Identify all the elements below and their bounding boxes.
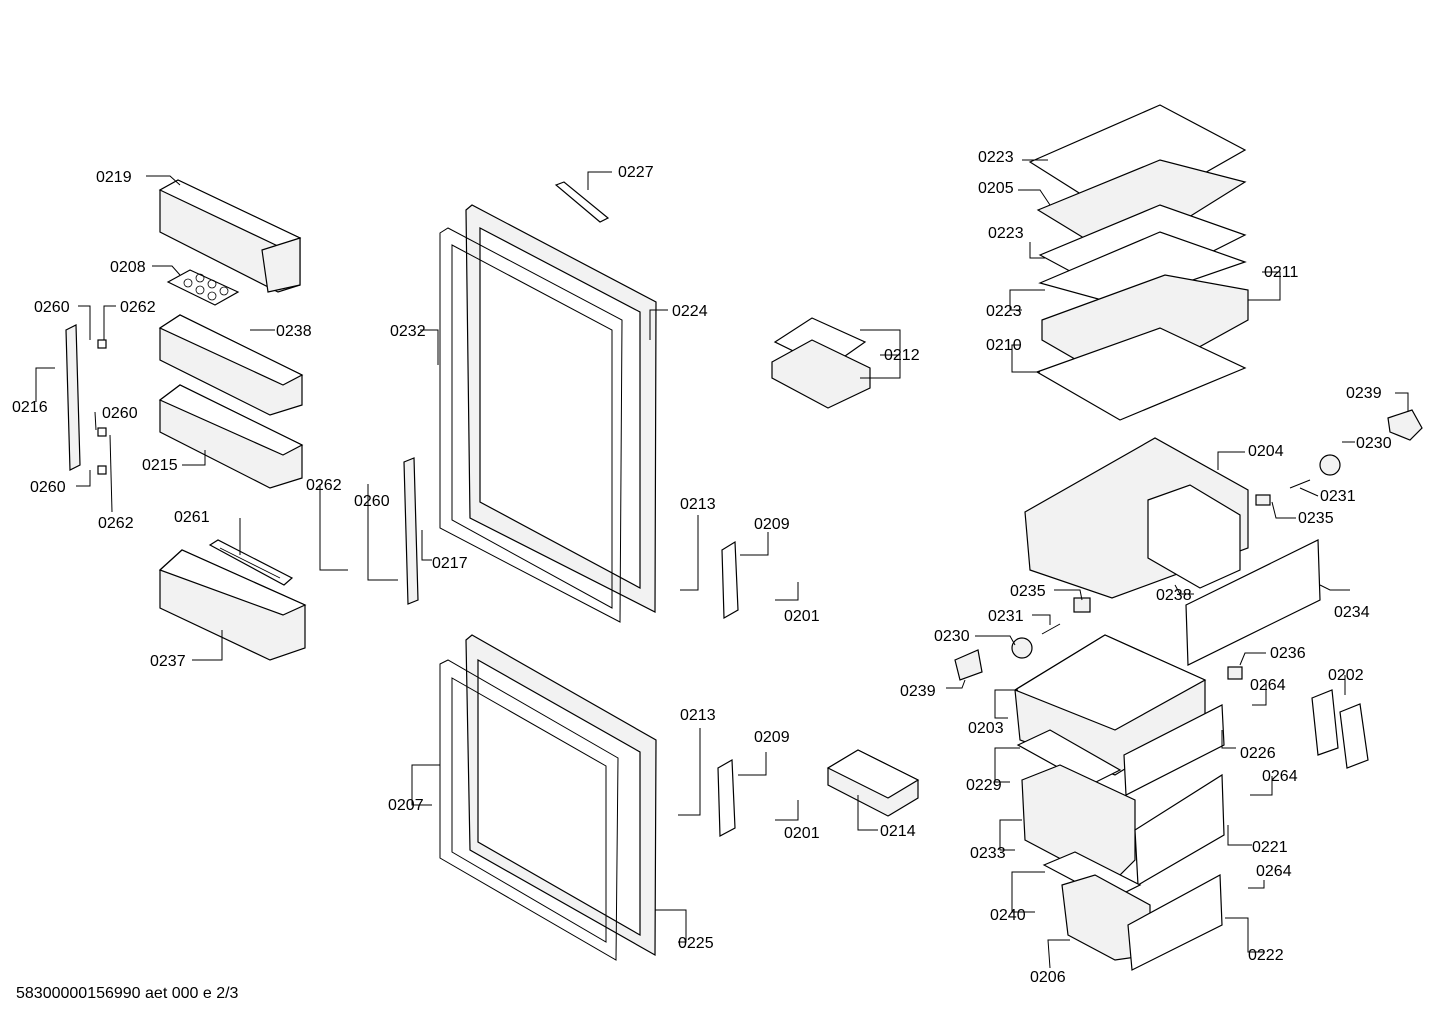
- tray-0212: [771, 317, 871, 409]
- lower-door-0225: [465, 634, 657, 957]
- upper-door-0224: [465, 204, 657, 613]
- label-0223: 0223: [978, 149, 1014, 166]
- label-0205: 0205: [978, 180, 1014, 197]
- label-0235: 0235: [1298, 510, 1334, 527]
- label-0231: 0231: [1320, 488, 1356, 505]
- label-0237: 0237: [150, 653, 186, 670]
- label-0202: 0202: [1328, 667, 1364, 684]
- cold-packs-0202: [1311, 689, 1369, 769]
- label-0217: 0217: [432, 555, 468, 572]
- label-0264: 0264: [1262, 768, 1298, 785]
- label-0224: 0224: [672, 303, 708, 320]
- label-0260: 0260: [102, 405, 138, 422]
- rail-0217: [403, 457, 419, 605]
- label-0223: 0223: [988, 225, 1024, 242]
- label-0233: 0233: [970, 845, 1006, 862]
- lower-gasket-0207: [439, 659, 619, 961]
- small-parts-upper: [954, 409, 1423, 681]
- ice-tray-0214: [826, 749, 920, 817]
- label-0212: 0212: [884, 347, 920, 364]
- label-0230: 0230: [934, 628, 970, 645]
- crisper-0204: [1024, 437, 1249, 599]
- part-labels: 0219 0208 0260 0262 0238 0216 0260 0215 …: [12, 149, 1392, 986]
- label-0235: 0235: [1010, 583, 1046, 600]
- label-0262: 0262: [98, 515, 134, 532]
- label-0211: 0211: [1264, 264, 1299, 281]
- rail-0216: [65, 324, 81, 471]
- front-0226: [1123, 704, 1225, 796]
- glass-shelves: [1028, 104, 1249, 421]
- label-0225: 0225: [678, 935, 714, 952]
- label-0240: 0240: [990, 907, 1026, 924]
- label-0232: 0232: [390, 323, 426, 340]
- clips-left: [97, 339, 107, 475]
- label-0213: 0213: [680, 707, 716, 724]
- label-0213: 0213: [680, 496, 716, 513]
- label-0219: 0219: [96, 169, 132, 186]
- drawer-0233: [1021, 764, 1136, 886]
- front-0222: [1127, 874, 1223, 971]
- label-0203: 0203: [968, 720, 1004, 737]
- door-shelf-0219: [158, 179, 302, 293]
- label-0208: 0208: [110, 259, 146, 276]
- label-0227: 0227: [618, 164, 654, 181]
- label-0201: 0201: [784, 608, 820, 625]
- label-0221: 0221: [1252, 839, 1288, 856]
- label-0264: 0264: [1256, 863, 1292, 880]
- label-0260: 0260: [34, 299, 70, 316]
- front-0221: [1134, 773, 1225, 887]
- label-0214: 0214: [880, 823, 916, 840]
- label-0264: 0264: [1250, 677, 1286, 694]
- handles-0209: [717, 540, 739, 837]
- label-0207: 0207: [388, 797, 424, 814]
- panel-0234: [1185, 539, 1321, 666]
- label-0260: 0260: [354, 493, 390, 510]
- label-0239: 0239: [900, 683, 936, 700]
- upper-gasket-0232: [439, 227, 623, 623]
- label-0239: 0239: [1346, 385, 1382, 402]
- label-0238: 0238: [276, 323, 312, 340]
- label-0222: 0222: [1248, 947, 1284, 964]
- label-0230: 0230: [1356, 435, 1392, 452]
- label-0209: 0209: [754, 729, 790, 746]
- label-0204: 0204: [1248, 443, 1284, 460]
- label-0260: 0260: [30, 479, 66, 496]
- label-0210: 0210: [986, 337, 1022, 354]
- label-0226: 0226: [1240, 745, 1276, 762]
- label-0238: 0238: [1156, 587, 1192, 604]
- bottle-shelf-0237: [158, 549, 307, 661]
- label-0209: 0209: [754, 516, 790, 533]
- label-0206: 0206: [1030, 969, 1066, 986]
- label-0231: 0231: [988, 608, 1024, 625]
- label-0201: 0201: [784, 825, 820, 842]
- label-0216: 0216: [12, 399, 48, 416]
- footer-document-id: 58300000156990 aet 000 e 2/3: [16, 985, 239, 1002]
- label-0261: 0261: [174, 509, 210, 526]
- label-0227: [554, 181, 610, 223]
- egg-tray-0208: [166, 269, 240, 306]
- divider-0261: [208, 539, 294, 586]
- label-0236: 0236: [1270, 645, 1306, 662]
- label-0262: 0262: [120, 299, 156, 316]
- door-shelf-0238: [158, 314, 304, 416]
- label-0229: 0229: [966, 777, 1002, 794]
- label-0215: 0215: [142, 457, 178, 474]
- label-0223: 0223: [986, 303, 1022, 320]
- label-0262: 0262: [306, 477, 342, 494]
- leader-lines: [35, 159, 1409, 969]
- label-0234: 0234: [1334, 604, 1370, 621]
- door-shelf-0215: [158, 384, 304, 489]
